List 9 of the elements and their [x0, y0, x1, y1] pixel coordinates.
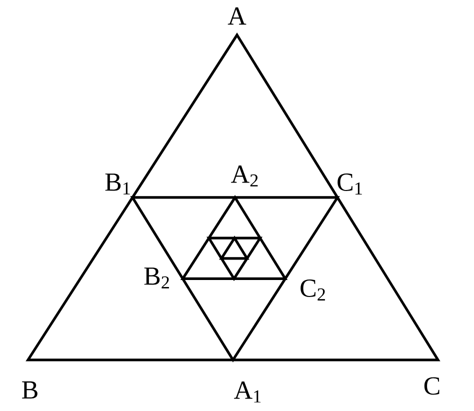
point-label: B$_{2}$ — [144, 268, 169, 288]
point-label: A — [228, 7, 246, 25]
point-label: A$_{1}$ — [234, 382, 261, 402]
point-label: C$_{1}$ — [338, 174, 362, 194]
point-label: B$_{1}$ — [105, 174, 130, 194]
point-label: B — [22, 381, 38, 399]
point-label: A$_{2}$ — [231, 166, 258, 186]
point-label: C$_{2}$ — [300, 280, 325, 300]
point-label: C — [424, 377, 440, 395]
